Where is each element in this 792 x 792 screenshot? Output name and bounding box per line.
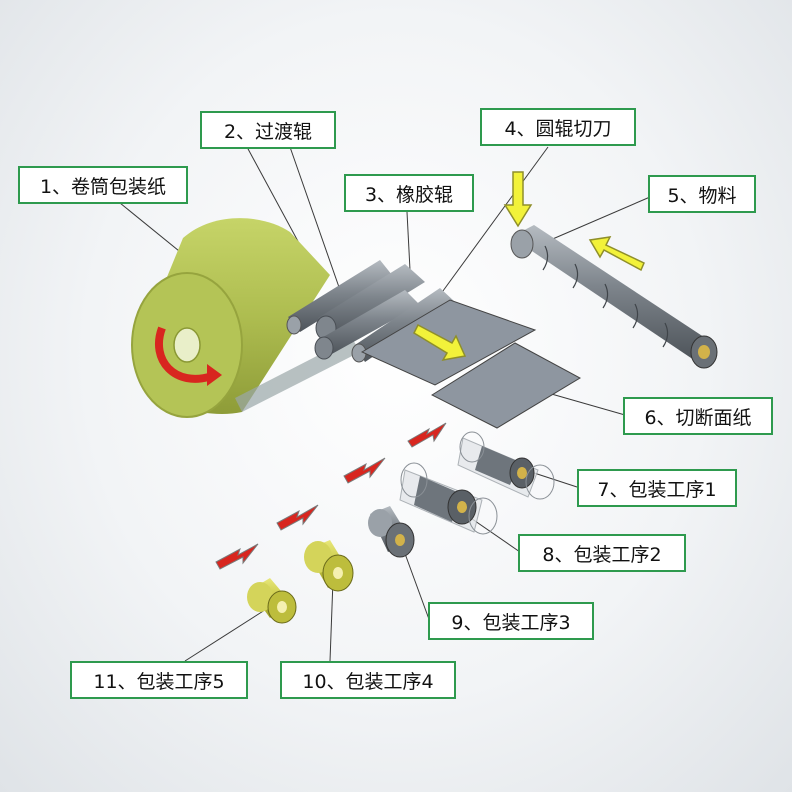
red-arrow-icon [276, 504, 319, 531]
paper-roll [131, 218, 360, 418]
stage-7-item [457, 431, 555, 500]
transition-roller [286, 260, 392, 335]
stage-10-item [304, 540, 354, 592]
label-paper-roll: 1、卷筒包装纸 [18, 166, 188, 204]
rotation-arrow-icon [154, 326, 214, 383]
label-stage-5: 11、包装工序5 [70, 661, 248, 699]
label-stage-4: 10、包装工序4 [280, 661, 456, 699]
label-stage-3: 9、包装工序3 [428, 602, 594, 640]
stage-8-item [399, 462, 498, 535]
down-arrow-icon [503, 171, 533, 228]
label-stage-2: 8、包装工序2 [518, 534, 686, 572]
red-arrow-icon [215, 543, 259, 570]
flow-arrows [215, 422, 447, 570]
cut-paper-sheet [430, 342, 582, 429]
stage-11-item [247, 578, 297, 624]
rubber-roller [314, 264, 425, 360]
stage-9-item [368, 506, 415, 558]
red-arrow-icon [343, 457, 386, 484]
red-arrow-icon [407, 422, 447, 448]
label-rubber-roller: 3、橡胶辊 [344, 174, 474, 212]
label-cut-sheet: 6、切断面纸 [623, 397, 773, 435]
label-material: 5、物料 [648, 175, 756, 213]
feed-arrows [413, 171, 645, 362]
material-rod [510, 225, 718, 369]
label-cutter-roller: 4、圆辊切刀 [480, 108, 636, 146]
label-stage-1: 7、包装工序1 [577, 469, 737, 507]
right-arrow-icon [413, 323, 467, 362]
label-transition-roller: 2、过渡辊 [200, 111, 336, 149]
left-arrow-icon [588, 236, 645, 272]
